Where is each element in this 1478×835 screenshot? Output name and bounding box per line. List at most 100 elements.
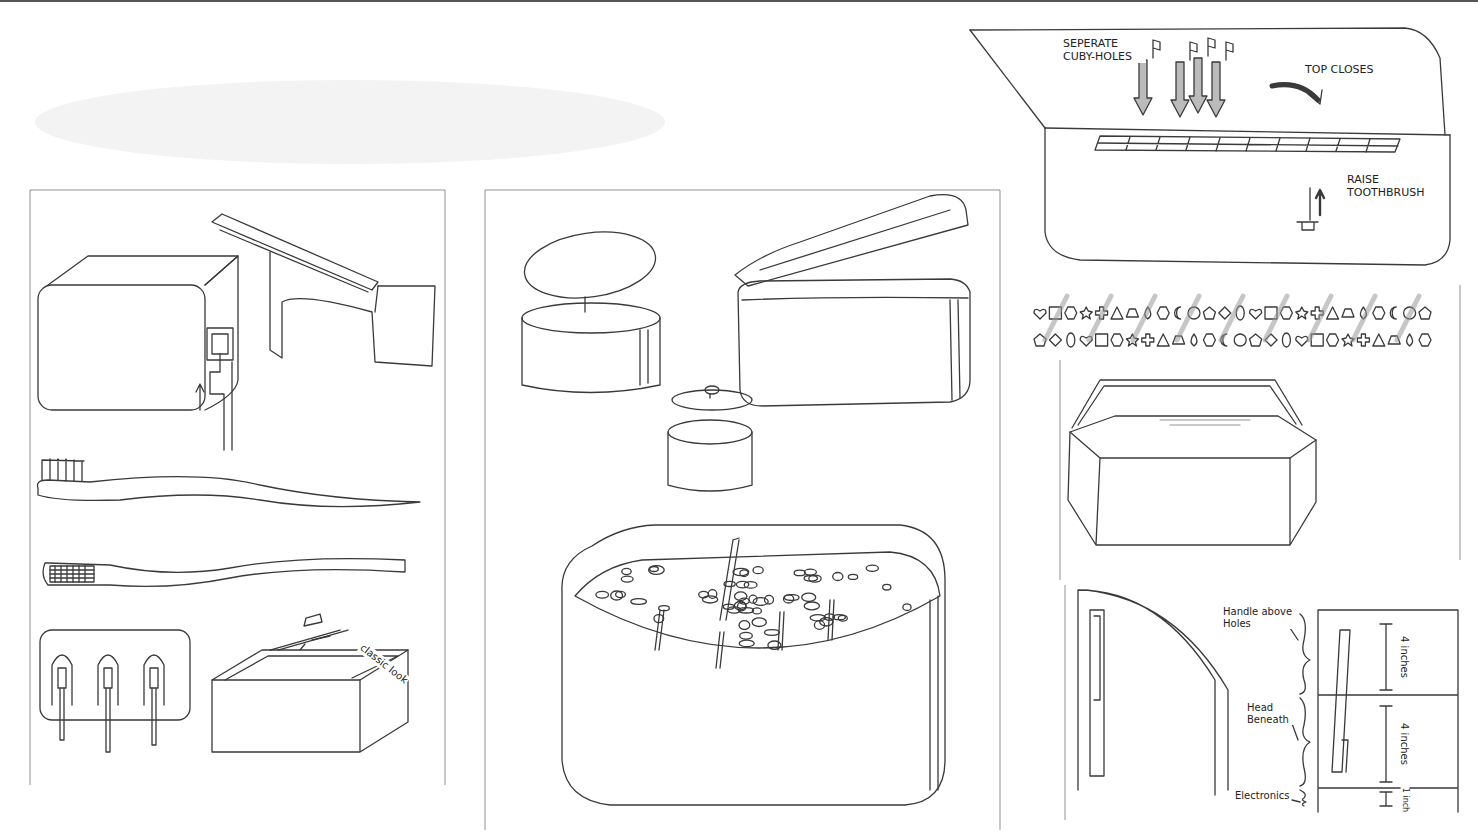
annotation: classic look bbox=[357, 641, 411, 686]
shape-idea bbox=[1296, 336, 1308, 346]
shape-idea bbox=[1126, 309, 1138, 317]
shape-idea bbox=[1065, 307, 1077, 319]
hole bbox=[723, 604, 734, 609]
hole bbox=[631, 599, 647, 605]
toothbrush-top bbox=[43, 559, 405, 587]
hole bbox=[703, 596, 718, 603]
shape-ideas bbox=[1034, 296, 1431, 347]
round-box bbox=[520, 224, 660, 392]
hole bbox=[724, 581, 735, 586]
shape-idea bbox=[1219, 307, 1231, 319]
hatch-stroke bbox=[1309, 296, 1331, 340]
toothbrush-flag bbox=[1153, 40, 1160, 58]
shape-idea bbox=[1080, 307, 1092, 319]
annotation: Head Beneath bbox=[1246, 702, 1302, 725]
shape-idea bbox=[1234, 334, 1246, 346]
shape-idea bbox=[1419, 334, 1431, 346]
hole bbox=[802, 593, 816, 601]
down-arrow bbox=[1207, 62, 1225, 117]
hole bbox=[739, 621, 750, 630]
shape-idea bbox=[1327, 334, 1339, 346]
hole bbox=[611, 591, 623, 600]
down-arrow bbox=[1171, 62, 1189, 117]
hole bbox=[650, 567, 659, 572]
annotation: TOP CLOSES bbox=[1304, 64, 1375, 77]
flip-lid-box bbox=[735, 195, 970, 406]
toothbrush-handle bbox=[828, 600, 834, 640]
shape-idea bbox=[1327, 307, 1339, 319]
shape-idea bbox=[1373, 307, 1385, 319]
hole bbox=[765, 630, 780, 636]
hole bbox=[848, 574, 857, 579]
hatch-stroke bbox=[1265, 296, 1287, 340]
shape-idea bbox=[1034, 309, 1046, 319]
hole bbox=[784, 595, 799, 601]
hole-box bbox=[562, 525, 945, 805]
hole bbox=[733, 568, 749, 575]
hatch-stroke bbox=[1397, 296, 1419, 340]
hole bbox=[820, 618, 833, 626]
shape-idea bbox=[1357, 334, 1369, 346]
shape-idea bbox=[1390, 307, 1396, 319]
shape-idea bbox=[1296, 307, 1308, 319]
down-arrow bbox=[1189, 58, 1207, 113]
shape-idea bbox=[1111, 307, 1123, 319]
hole bbox=[649, 566, 665, 575]
hole bbox=[883, 584, 891, 590]
annotation: Electronics bbox=[1234, 790, 1291, 802]
shape-idea bbox=[1342, 309, 1354, 317]
hole bbox=[903, 604, 911, 611]
hatch-stroke bbox=[1089, 296, 1111, 340]
toothbrush-flag bbox=[1190, 42, 1197, 60]
shape-idea bbox=[1250, 334, 1262, 346]
toothbrush-side bbox=[37, 459, 420, 507]
hatch-stroke bbox=[1045, 296, 1067, 340]
slot-box bbox=[38, 256, 238, 450]
shape-idea bbox=[1096, 334, 1108, 346]
toothbrush-handle bbox=[778, 612, 784, 650]
hole bbox=[753, 567, 763, 574]
hatch-stroke bbox=[1177, 296, 1199, 340]
shape-idea bbox=[1067, 333, 1075, 347]
side-section bbox=[1078, 590, 1458, 812]
toothbrush-flag bbox=[1208, 38, 1215, 56]
shape-idea bbox=[1157, 307, 1169, 319]
hole bbox=[621, 576, 633, 582]
shape-idea bbox=[1191, 334, 1197, 346]
shape-idea bbox=[1282, 333, 1290, 347]
annotation: Handle above Holes bbox=[1222, 606, 1296, 629]
hatch-stroke bbox=[1353, 296, 1375, 340]
hole bbox=[735, 592, 747, 601]
hatch-stroke bbox=[1221, 296, 1243, 340]
shape-idea bbox=[1142, 334, 1154, 346]
wall-holder bbox=[40, 630, 190, 752]
hole bbox=[833, 573, 843, 581]
toothbrush-flag bbox=[1226, 42, 1233, 60]
hexagon-box bbox=[1068, 380, 1316, 545]
hole bbox=[866, 565, 878, 571]
shape-idea bbox=[1049, 334, 1061, 346]
shape-idea bbox=[1203, 307, 1215, 319]
toothbrush-handle bbox=[716, 632, 724, 668]
shape-idea bbox=[1111, 334, 1123, 346]
shape-idea bbox=[1419, 307, 1431, 319]
shape-idea bbox=[1373, 334, 1385, 346]
annotation: 4 inches bbox=[1398, 635, 1410, 679]
hole bbox=[738, 608, 753, 613]
hole bbox=[804, 569, 816, 575]
shape-idea bbox=[1203, 334, 1215, 346]
hole bbox=[744, 582, 757, 589]
shape-idea bbox=[1175, 307, 1181, 319]
cubby-box bbox=[970, 28, 1450, 265]
classic-tray bbox=[212, 614, 408, 752]
hole bbox=[596, 591, 609, 598]
hole bbox=[765, 595, 774, 604]
hatch-stroke bbox=[1133, 296, 1155, 340]
hole bbox=[794, 570, 805, 575]
hole bbox=[804, 602, 819, 610]
shape-idea bbox=[1250, 309, 1262, 319]
hole bbox=[740, 632, 753, 639]
small-cylinder bbox=[668, 386, 752, 491]
annotation: 4 inches bbox=[1398, 722, 1410, 766]
